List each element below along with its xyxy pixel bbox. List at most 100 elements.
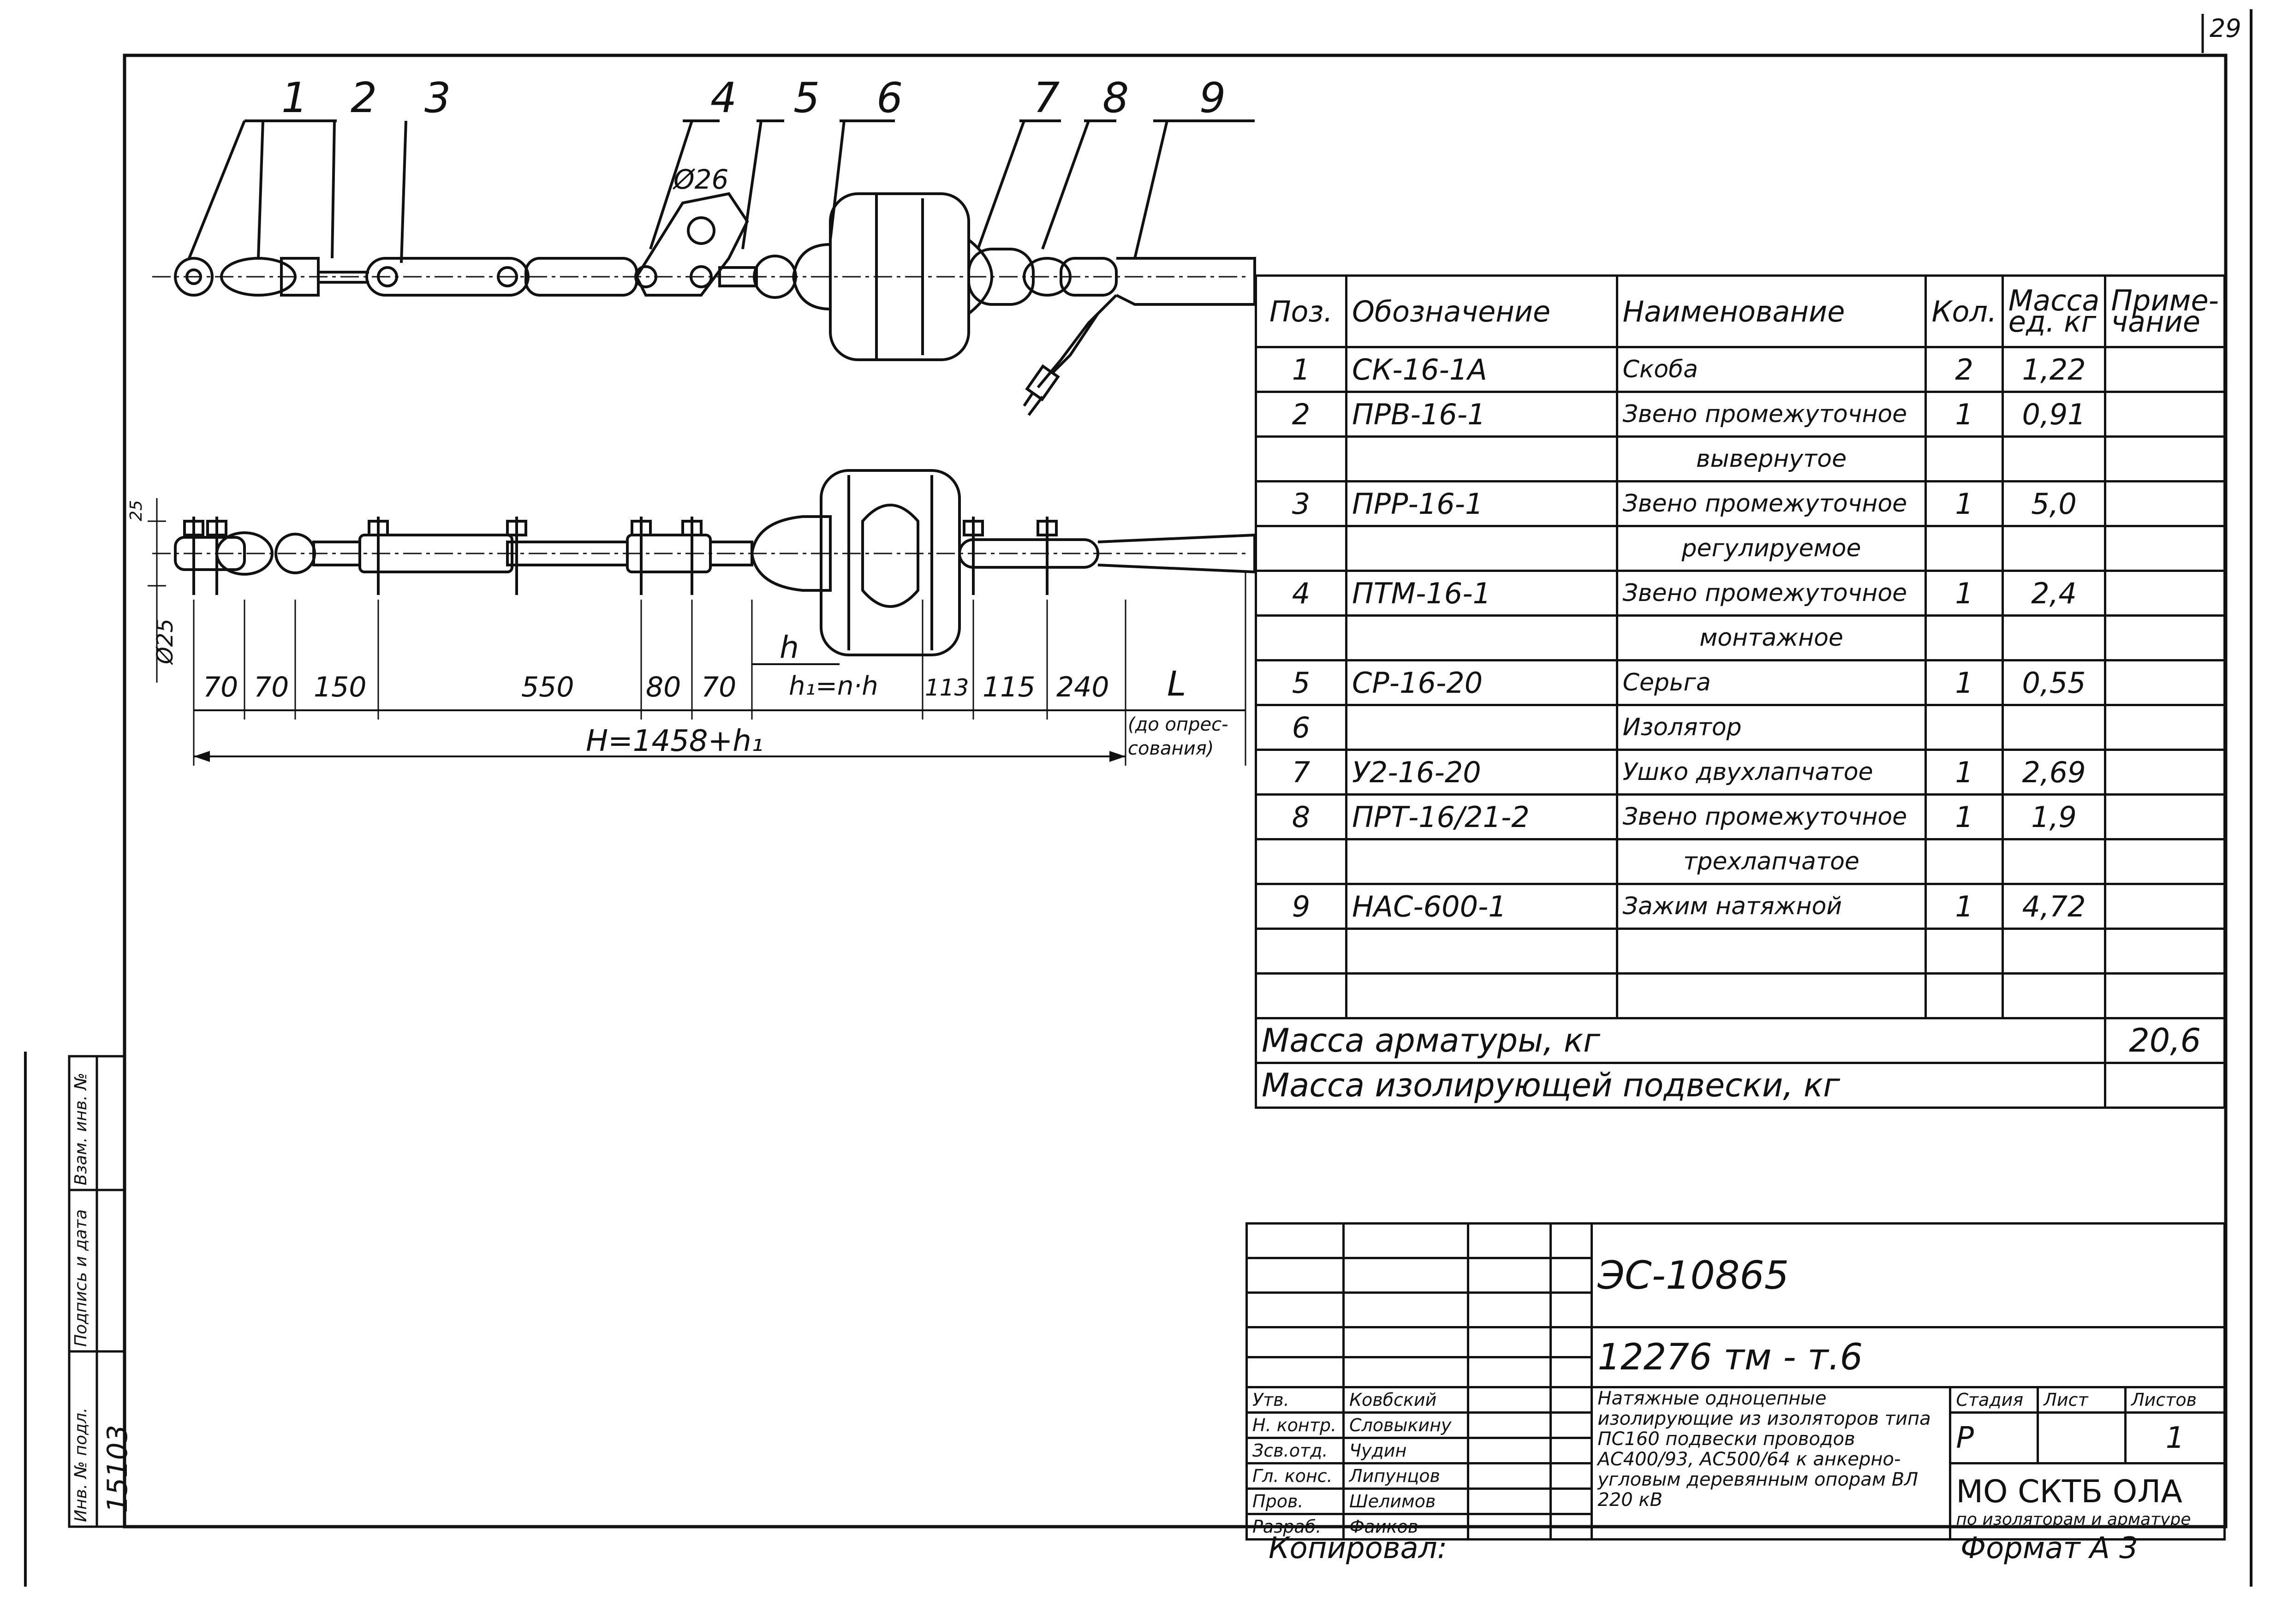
row-mass [2001,838,2107,885]
role-name: Фаиков [1342,1513,1469,1541]
dim-total-H: H=1458+h₁ [586,724,763,758]
title-cell [1342,1257,1469,1294]
callout-4: 4 [710,74,737,122]
row-note [2104,570,2226,617]
row-qty [1925,525,2004,572]
row-note [2104,391,2226,438]
stage-value: Р [1949,1411,2039,1464]
row-pos [1255,525,1347,572]
date-cell [1549,1487,1593,1515]
page-number: 29 [2210,14,2241,43]
role-name: Шелимов [1342,1487,1469,1515]
row-mass: 2,69 [2001,749,2107,796]
role-label: Утв. [1245,1386,1345,1414]
row-note [2104,883,2226,930]
dim-h1: h₁=n·h [789,671,878,701]
row-name: Серьга [1615,659,1927,706]
role-label: Пров. [1245,1487,1345,1515]
row-pos [1255,928,1347,975]
row-pos [1255,435,1347,482]
dim-240: 240 [1056,671,1109,703]
doc-code: ЭС-10865 [1591,1222,2226,1328]
row-qty [1925,972,2004,1019]
row-name: Изолятор [1615,704,1927,751]
title-row: 12276 тм - т.6 [1245,1326,2226,1388]
row-designation: СК-16-1А [1345,346,1618,393]
title-cell [1342,1356,1469,1388]
row-note [2104,928,2226,975]
row-name: Звено промежуточное [1615,793,1927,840]
header-note: Приме- чание [2104,274,2226,348]
row-name [1615,972,1927,1019]
callout-7: 7 [1033,74,1060,122]
sheets-value: 1 [2124,1411,2226,1464]
row-qty [1925,838,2004,885]
row-designation: ПРТ-16/21-2 [1345,793,1618,840]
row-qty: 2 [1925,346,2004,393]
pin-dimension-label: 25 [127,500,146,521]
sheet-value [2037,1411,2127,1464]
diameter-26-label: Ø26 [673,164,729,195]
row-designation [1345,838,1618,885]
signature-cell [1466,1487,1552,1515]
row-note [2104,704,2226,751]
replace-label: Взам. инв. № [72,1072,90,1185]
row-pos: 5 [1255,659,1347,706]
header-name: Наименование [1615,274,1927,348]
dim-L-note: (до опрес- сования) [1128,714,1228,759]
row-designation: СР-16-20 [1345,659,1618,706]
title-cell [1466,1356,1552,1388]
header-designation: Обозначение [1345,274,1618,348]
row-mass: 2,4 [2001,570,2107,617]
inventory-label: Инв. № подл. [72,1407,90,1522]
row-name: Звено промежуточное [1615,391,1927,438]
row-pos [1255,838,1347,885]
row-qty: 1 [1925,659,2004,706]
date-cell [1549,1462,1593,1490]
title-cell [1466,1257,1552,1294]
callout-8: 8 [1102,74,1129,122]
title-cell [1245,1222,1345,1259]
row-note [2104,659,2226,706]
header-qty: Кол. [1925,274,2004,348]
row-qty [1925,614,2004,661]
dim-150: 150 [314,671,367,703]
row-name: вывернутое [1615,435,1927,482]
row-mass: 1,9 [2001,793,2107,840]
title-cell [1342,1222,1469,1259]
row-note [2104,346,2226,393]
doc-number: 12276 тм - т.6 [1591,1326,2226,1388]
date-cell [1549,1411,1593,1439]
organization-name: МО СКТБ ОЛА [1956,1474,2182,1510]
title-row [1245,1356,2225,1388]
signature-cell [1466,1386,1552,1414]
row-designation: У2-16-20 [1345,749,1618,796]
organization-subtitle: по изоляторам и арматуре [1956,1510,2191,1529]
row-name: Звено промежуточное [1615,570,1927,617]
signature-row: Разраб.Фаиков [1245,1513,2225,1541]
role-label: Н. контр. [1245,1411,1345,1439]
title-cell [1245,1291,1345,1328]
stage-label: Стадия [1949,1386,2039,1414]
total-suspension-label: Масса изолирующей подвески, кг [1254,1062,2107,1109]
dim-550: 550 [521,671,574,703]
date-cell [1549,1386,1593,1414]
signature-cell [1466,1462,1552,1490]
role-name: Словыкину [1342,1411,1469,1439]
row-note [2104,480,2226,527]
dim-h: h [780,630,799,665]
table-row: монтажное [1255,614,2226,661]
row-qty: 1 [1925,793,2004,840]
dim-115: 115 [983,671,1036,703]
row-qty: 1 [1925,883,2004,930]
role-label: Зсв.отд. [1245,1437,1345,1464]
row-pos: 1 [1255,346,1347,393]
